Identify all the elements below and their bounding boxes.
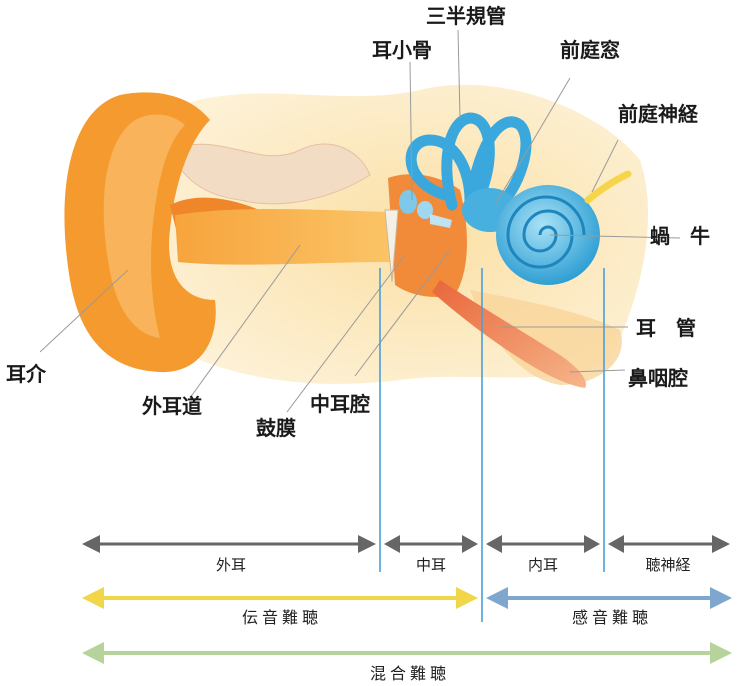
label-cochlea: 蝸 牛 [650, 226, 710, 246]
conductive-arrow [82, 587, 478, 609]
label-semicircular-canals: 三半規管 [426, 6, 506, 26]
mixed-arrow [82, 642, 732, 664]
segment-outer-ear: 外耳 [216, 558, 246, 573]
segment-inner-ear: 内耳 [528, 558, 558, 573]
category-sensorineural: 感音難聴 [572, 610, 652, 626]
sensorineural-arrow [486, 587, 732, 609]
category-mixed: 混合難聴 [370, 666, 450, 682]
label-middle-ear-cavity: 中耳腔 [310, 394, 370, 414]
segment-middle-ear: 中耳 [416, 558, 446, 573]
label-oval-window: 前庭窓 [560, 40, 620, 60]
label-auricle: 耳介 [6, 364, 46, 384]
cochlea-shape [496, 185, 600, 285]
label-ossicles: 耳小骨 [372, 40, 432, 60]
category-conductive: 伝音難聴 [242, 610, 322, 626]
label-vestibular-nerve: 前庭神経 [618, 104, 698, 124]
label-nasopharynx: 鼻咽腔 [628, 368, 688, 388]
label-eardrum: 鼓膜 [256, 418, 296, 438]
segment-auditory-nerve: 聴神経 [645, 558, 690, 573]
label-eustachian-tube: 耳 管 [636, 318, 696, 338]
section-arrows [82, 535, 730, 553]
label-external-canal: 外耳道 [142, 396, 202, 416]
ear-canal-shape [175, 209, 392, 265]
